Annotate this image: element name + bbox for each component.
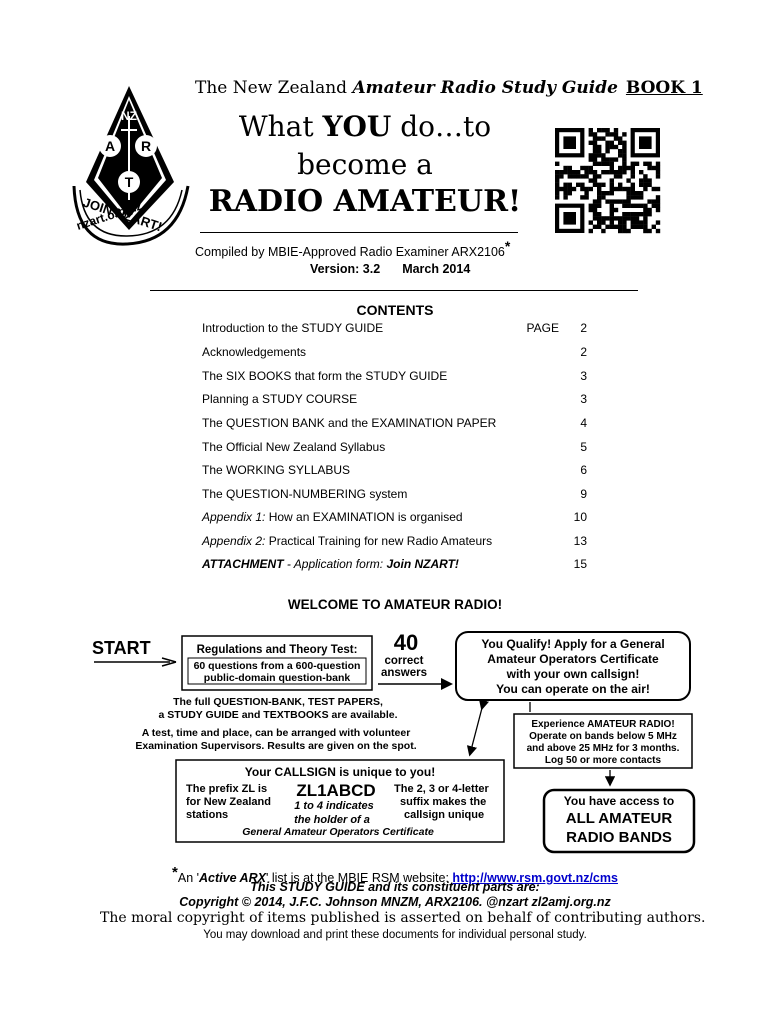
svg-text:60 questions from a 600-questi: 60 questions from a 600-question bbox=[194, 660, 361, 672]
footer-copyright: Copyright © 2014, J.F.C. Johnson MNZM, A… bbox=[179, 895, 611, 909]
svg-text:Amateur Operators Certificate: Amateur Operators Certificate bbox=[487, 652, 659, 666]
experience-box bbox=[513, 713, 693, 769]
version-label: Version: 3.2 bbox=[310, 262, 381, 276]
svg-text:General Amateur Operators Cert: General Amateur Operators Certificate bbox=[242, 826, 434, 838]
svg-text:Your CALLSIGN is unique to you: Your CALLSIGN is unique to you! bbox=[245, 765, 435, 779]
svg-text:You can operate on the air!: You can operate on the air! bbox=[496, 682, 650, 696]
svg-text:the holder of a: the holder of a bbox=[294, 814, 370, 826]
svg-text:You have access to: You have access to bbox=[564, 794, 675, 808]
toc-item[interactable]: Appendix 1: How an EXAMINATION is organi… bbox=[202, 510, 587, 524]
svg-text:Regulations and Theory Test:: Regulations and Theory Test: bbox=[197, 644, 358, 656]
toc-item[interactable]: Appendix 2: Practical Training for new R… bbox=[202, 534, 587, 548]
svg-text:ALL AMATEUR: ALL AMATEUR bbox=[566, 810, 673, 827]
svg-text:1 to 4 indicates: 1 to 4 indicates bbox=[294, 800, 373, 812]
toc-item[interactable]: The QUESTION BANK and the EXAMINATION PA… bbox=[202, 416, 587, 430]
svg-text:40: 40 bbox=[394, 630, 418, 655]
logo-t-text: T bbox=[125, 174, 134, 190]
guide-title: Amateur Radio Study Guide bbox=[352, 78, 618, 98]
callsign-box bbox=[175, 759, 505, 843]
svg-text:RADIO BANDS: RADIO BANDS bbox=[566, 829, 672, 846]
title-line-2: become a bbox=[297, 148, 433, 181]
svg-text:and above 25 MHz for 3 months.: and above 25 MHz for 3 months. bbox=[527, 743, 680, 754]
footer-moral-rights: The moral copyright of items published i… bbox=[100, 910, 706, 926]
svg-text:ZL1ABCD: ZL1ABCD bbox=[296, 781, 375, 800]
flowchart: START Regulations and Theory Test: 60 qu… bbox=[92, 630, 696, 854]
nzart-logo: NZ A R T JOIN NZART! nzart.org.nz bbox=[72, 86, 190, 246]
svg-text:The prefix ZL is: The prefix ZL is bbox=[186, 783, 267, 795]
version-date: March 2014 bbox=[402, 262, 471, 276]
divider bbox=[200, 232, 518, 233]
logo-r-text: R bbox=[141, 138, 151, 154]
version-line: Version: 3.2 March 2014 bbox=[310, 262, 470, 276]
svg-text:suffix makes the: suffix makes the bbox=[400, 796, 486, 808]
title-line-3: RADIO AMATEUR! bbox=[208, 184, 522, 219]
footer-arx-line: *An 'Active ARX' list is at the MBIE RSM… bbox=[172, 864, 618, 886]
svg-text:callsign unique: callsign unique bbox=[404, 809, 484, 821]
qr-code[interactable] bbox=[555, 128, 665, 234]
header-prefix: The New Zealand bbox=[195, 78, 353, 98]
rsm-link[interactable]: http://www.rsm.govt.nz/cms bbox=[452, 871, 618, 886]
svg-text:Experience AMATEUR RADIO!: Experience AMATEUR RADIO! bbox=[531, 719, 674, 730]
title-line-1: What YOU do…to bbox=[238, 110, 492, 143]
svg-text:You Qualify! Apply for a Gener: You Qualify! Apply for a General bbox=[481, 637, 664, 651]
start-label: START bbox=[92, 638, 151, 658]
svg-text:with your own callsign!: with your own callsign! bbox=[506, 667, 640, 681]
toc-item[interactable]: ATTACHMENT - Application form: Join NZAR… bbox=[202, 557, 587, 571]
svg-text:The 2, 3 or 4-letter: The 2, 3 or 4-letter bbox=[394, 783, 489, 795]
header-line: The New Zealand Amateur Radio Study Guid… bbox=[195, 78, 703, 98]
svg-text:for New Zealand: for New Zealand bbox=[186, 796, 271, 808]
svg-text:Operate on bands below 5 MHz: Operate on bands below 5 MHz bbox=[529, 731, 677, 742]
svg-text:public-domain question-bank: public-domain question-bank bbox=[204, 672, 351, 684]
footer-usage: You may download and print these documen… bbox=[203, 929, 587, 941]
compiled-by: Compiled by MBIE-Approved Radio Examiner… bbox=[195, 238, 511, 260]
contents-title: CONTENTS bbox=[356, 302, 434, 318]
svg-text:a STUDY GUIDE and TEXTBOOKS ar: a STUDY GUIDE and TEXTBOOKS are availabl… bbox=[158, 709, 397, 721]
welcome-heading: WELCOME TO AMATEUR RADIO! bbox=[287, 597, 503, 612]
svg-text:Examination Supervisors. Resul: Examination Supervisors. Results are giv… bbox=[135, 740, 416, 752]
footer-copyright-intro: This STUDY GUIDE and its constituent par… bbox=[250, 880, 540, 894]
logo-nz-text: NZ bbox=[121, 109, 137, 123]
svg-text:stations: stations bbox=[186, 809, 228, 821]
svg-text:correct: correct bbox=[385, 655, 424, 667]
logo-a-text: A bbox=[105, 138, 115, 154]
divider bbox=[150, 290, 638, 291]
svg-text:The full QUESTION-BANK, TEST P: The full QUESTION-BANK, TEST PAPERS, bbox=[173, 696, 383, 708]
qualify-box bbox=[455, 631, 691, 701]
svg-text:A test, time and place, can be: A test, time and place, can be arranged … bbox=[142, 727, 411, 739]
svg-text:answers: answers bbox=[381, 667, 427, 679]
book-label: BOOK 1 bbox=[625, 78, 703, 98]
svg-text:Log 50 or more contacts: Log 50 or more contacts bbox=[545, 755, 662, 766]
access-box bbox=[542, 788, 696, 854]
toc-item[interactable]: Introduction to the STUDY GUIDE PAGE 2 bbox=[202, 321, 587, 335]
page-label: PAGE bbox=[526, 321, 559, 335]
